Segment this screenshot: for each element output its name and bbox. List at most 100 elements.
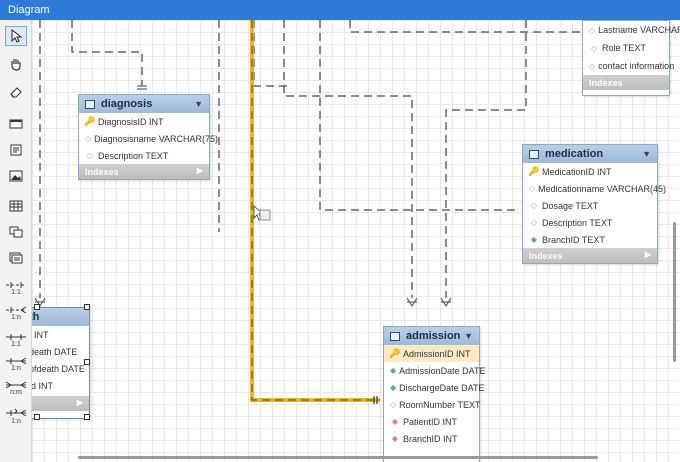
entity-title: admission [406, 330, 461, 342]
relation-1-n-identifying-icon[interactable]: 1:n [5, 354, 27, 376]
text-note-icon[interactable] [5, 140, 27, 160]
column-icon: ◆ [530, 235, 538, 244]
relation-label: 1:n [11, 418, 21, 425]
entity-header[interactable]: admission▼ [384, 327, 479, 345]
column-label: ofdeath DATE [32, 363, 85, 374]
column-label: DiagnosisID INT [98, 116, 164, 127]
table-icon [390, 331, 400, 341]
relation-label: 1:n [11, 365, 21, 372]
entity-header[interactable]: diagnosis ▼ [79, 95, 209, 113]
collapse-arrow-icon[interactable]: ▼ [642, 149, 651, 159]
relationship-line-medication [319, 20, 520, 211]
entity-diagnosis[interactable]: diagnosis▼ 🔑DiagnosisID INT ◇Diagnosisna… [78, 94, 218, 180]
selected-relationship-line [250, 20, 380, 402]
relationship-lines [34, 20, 580, 404]
cardinality-mark [34, 297, 46, 308]
expand-arrow-icon[interactable]: ▶ [644, 250, 651, 259]
image-icon[interactable] [5, 166, 27, 186]
collapse-arrow-icon[interactable]: ▼ [464, 331, 473, 341]
entity-admission[interactable]: admission▼ 🔑AdmissionID INT ◆AdmissionDa… [383, 326, 486, 462]
column-label: Description TEXT [98, 150, 169, 161]
cursor-icon [253, 205, 271, 221]
relation-1-1-identifying-icon[interactable]: 1:1 [5, 330, 27, 352]
entity-title: th [32, 311, 40, 323]
cardinality-mark [440, 297, 452, 308]
relation-n-m-icon[interactable]: n:m [5, 378, 27, 400]
column-label: I INT [32, 329, 49, 340]
entity-header[interactable]: th [32, 308, 89, 326]
indexes-section[interactable]: Indexes ▶ [79, 164, 209, 179]
entity-title: diagnosis [101, 98, 153, 110]
selection-handle[interactable] [84, 359, 90, 365]
expand-arrow-icon[interactable]: ▶ [76, 398, 83, 407]
table-icon[interactable] [5, 196, 27, 216]
tool-palette: 1:1 1:n 1:1 1:n n:m 1:n [0, 20, 32, 462]
table-icon [529, 149, 539, 159]
relation-label: 1:n [11, 314, 21, 321]
column-label: PatientID INT [403, 416, 458, 427]
window-title: Diagram [0, 0, 680, 20]
selection-handle[interactable] [34, 304, 40, 310]
selection-handle[interactable] [84, 414, 90, 420]
column-icon: ◇ [86, 151, 94, 160]
relationship-line-admission-1 [283, 20, 413, 298]
cardinality-mark [406, 297, 418, 308]
column-label: BranchID TEXT [542, 234, 605, 245]
relation-label: n:m [10, 389, 22, 396]
horizontal-scrollbar[interactable] [78, 456, 598, 459]
column-icon: ◇ [590, 43, 598, 53]
entity-staff-partial[interactable]: ◇Lastname VARCHAR ◇Role TEXT ◇contact in… [582, 20, 680, 96]
table-icon [85, 99, 95, 109]
relationship-line-diagnosis [71, 20, 143, 86]
primary-key-icon: 🔑 [528, 166, 540, 176]
column-label: Medicationname VARCHAR(45) [538, 183, 667, 194]
column-icon: ◇ [589, 25, 596, 35]
view-icon[interactable] [5, 222, 27, 242]
cardinality-mark [137, 85, 147, 90]
column-icon: ◇ [85, 134, 92, 143]
expand-arrow-icon[interactable]: ▶ [196, 166, 203, 175]
relation-1-1-icon[interactable]: 1:1 [5, 278, 27, 300]
eraser-icon[interactable] [5, 82, 27, 102]
hand-icon[interactable] [5, 54, 27, 74]
relation-1-n-existing-icon[interactable]: 1:n [5, 406, 27, 428]
selected-relationship-core [251, 20, 380, 401]
selection-handle[interactable] [34, 414, 40, 420]
column-icon: ◇ [530, 201, 538, 210]
primary-key-icon: 🔑 [389, 348, 401, 358]
column-icon: ◇ [390, 400, 397, 409]
column-label: DischargeDate DATE [399, 382, 485, 393]
vertical-scrollbar[interactable] [673, 222, 676, 362]
column-label: AdmissionID INT [403, 348, 471, 359]
column-label: RoomNumber TEXT [399, 399, 481, 410]
layer-icon[interactable] [5, 114, 27, 134]
entity-header[interactable]: medication▼ [523, 145, 657, 163]
column-label: BranchID INT [403, 433, 458, 444]
column-label: Role TEXT [602, 43, 646, 53]
entity-death-partial[interactable]: th I INT death DATE ofdeath DATE id INT … [32, 307, 90, 419]
indexes-section[interactable]: ▶ [32, 396, 89, 411]
collapse-arrow-icon[interactable]: ▼ [194, 99, 203, 109]
column-icon: ◇ [589, 61, 596, 71]
column-icon: ◇ [530, 218, 538, 227]
column-label: MedicationID INT [542, 166, 612, 177]
primary-key-icon: 🔑 [84, 116, 96, 126]
indexes-section[interactable]: Indexes ▶ [523, 248, 657, 263]
indexes-section[interactable]: Indexes [583, 75, 669, 90]
column-label: AdmissionDate DATE [399, 365, 486, 376]
selection-handle[interactable] [84, 304, 90, 310]
routine-group-icon[interactable] [5, 248, 27, 268]
pointer-icon[interactable] [5, 26, 27, 46]
column-icon: ◆ [390, 366, 397, 375]
relation-1-n-icon[interactable]: 1:n [5, 303, 27, 325]
column-icon: ◆ [390, 383, 397, 392]
column-label: Dosage TEXT [542, 200, 599, 211]
indexes-label: Indexes [529, 250, 563, 261]
relation-label: 1:1 [11, 341, 21, 348]
indexes-label: Indexes [85, 166, 119, 177]
diagram-canvas[interactable]: ◇Lastname VARCHAR ◇Role TEXT ◇contact in… [32, 20, 680, 462]
foreign-key-icon: ◆ [391, 434, 399, 443]
column-label: death DATE [32, 346, 78, 357]
relationship-line-admission-2 [445, 20, 527, 298]
entity-medication[interactable]: medication▼ 🔑MedicationID INT ◇Medicatio… [522, 144, 666, 264]
